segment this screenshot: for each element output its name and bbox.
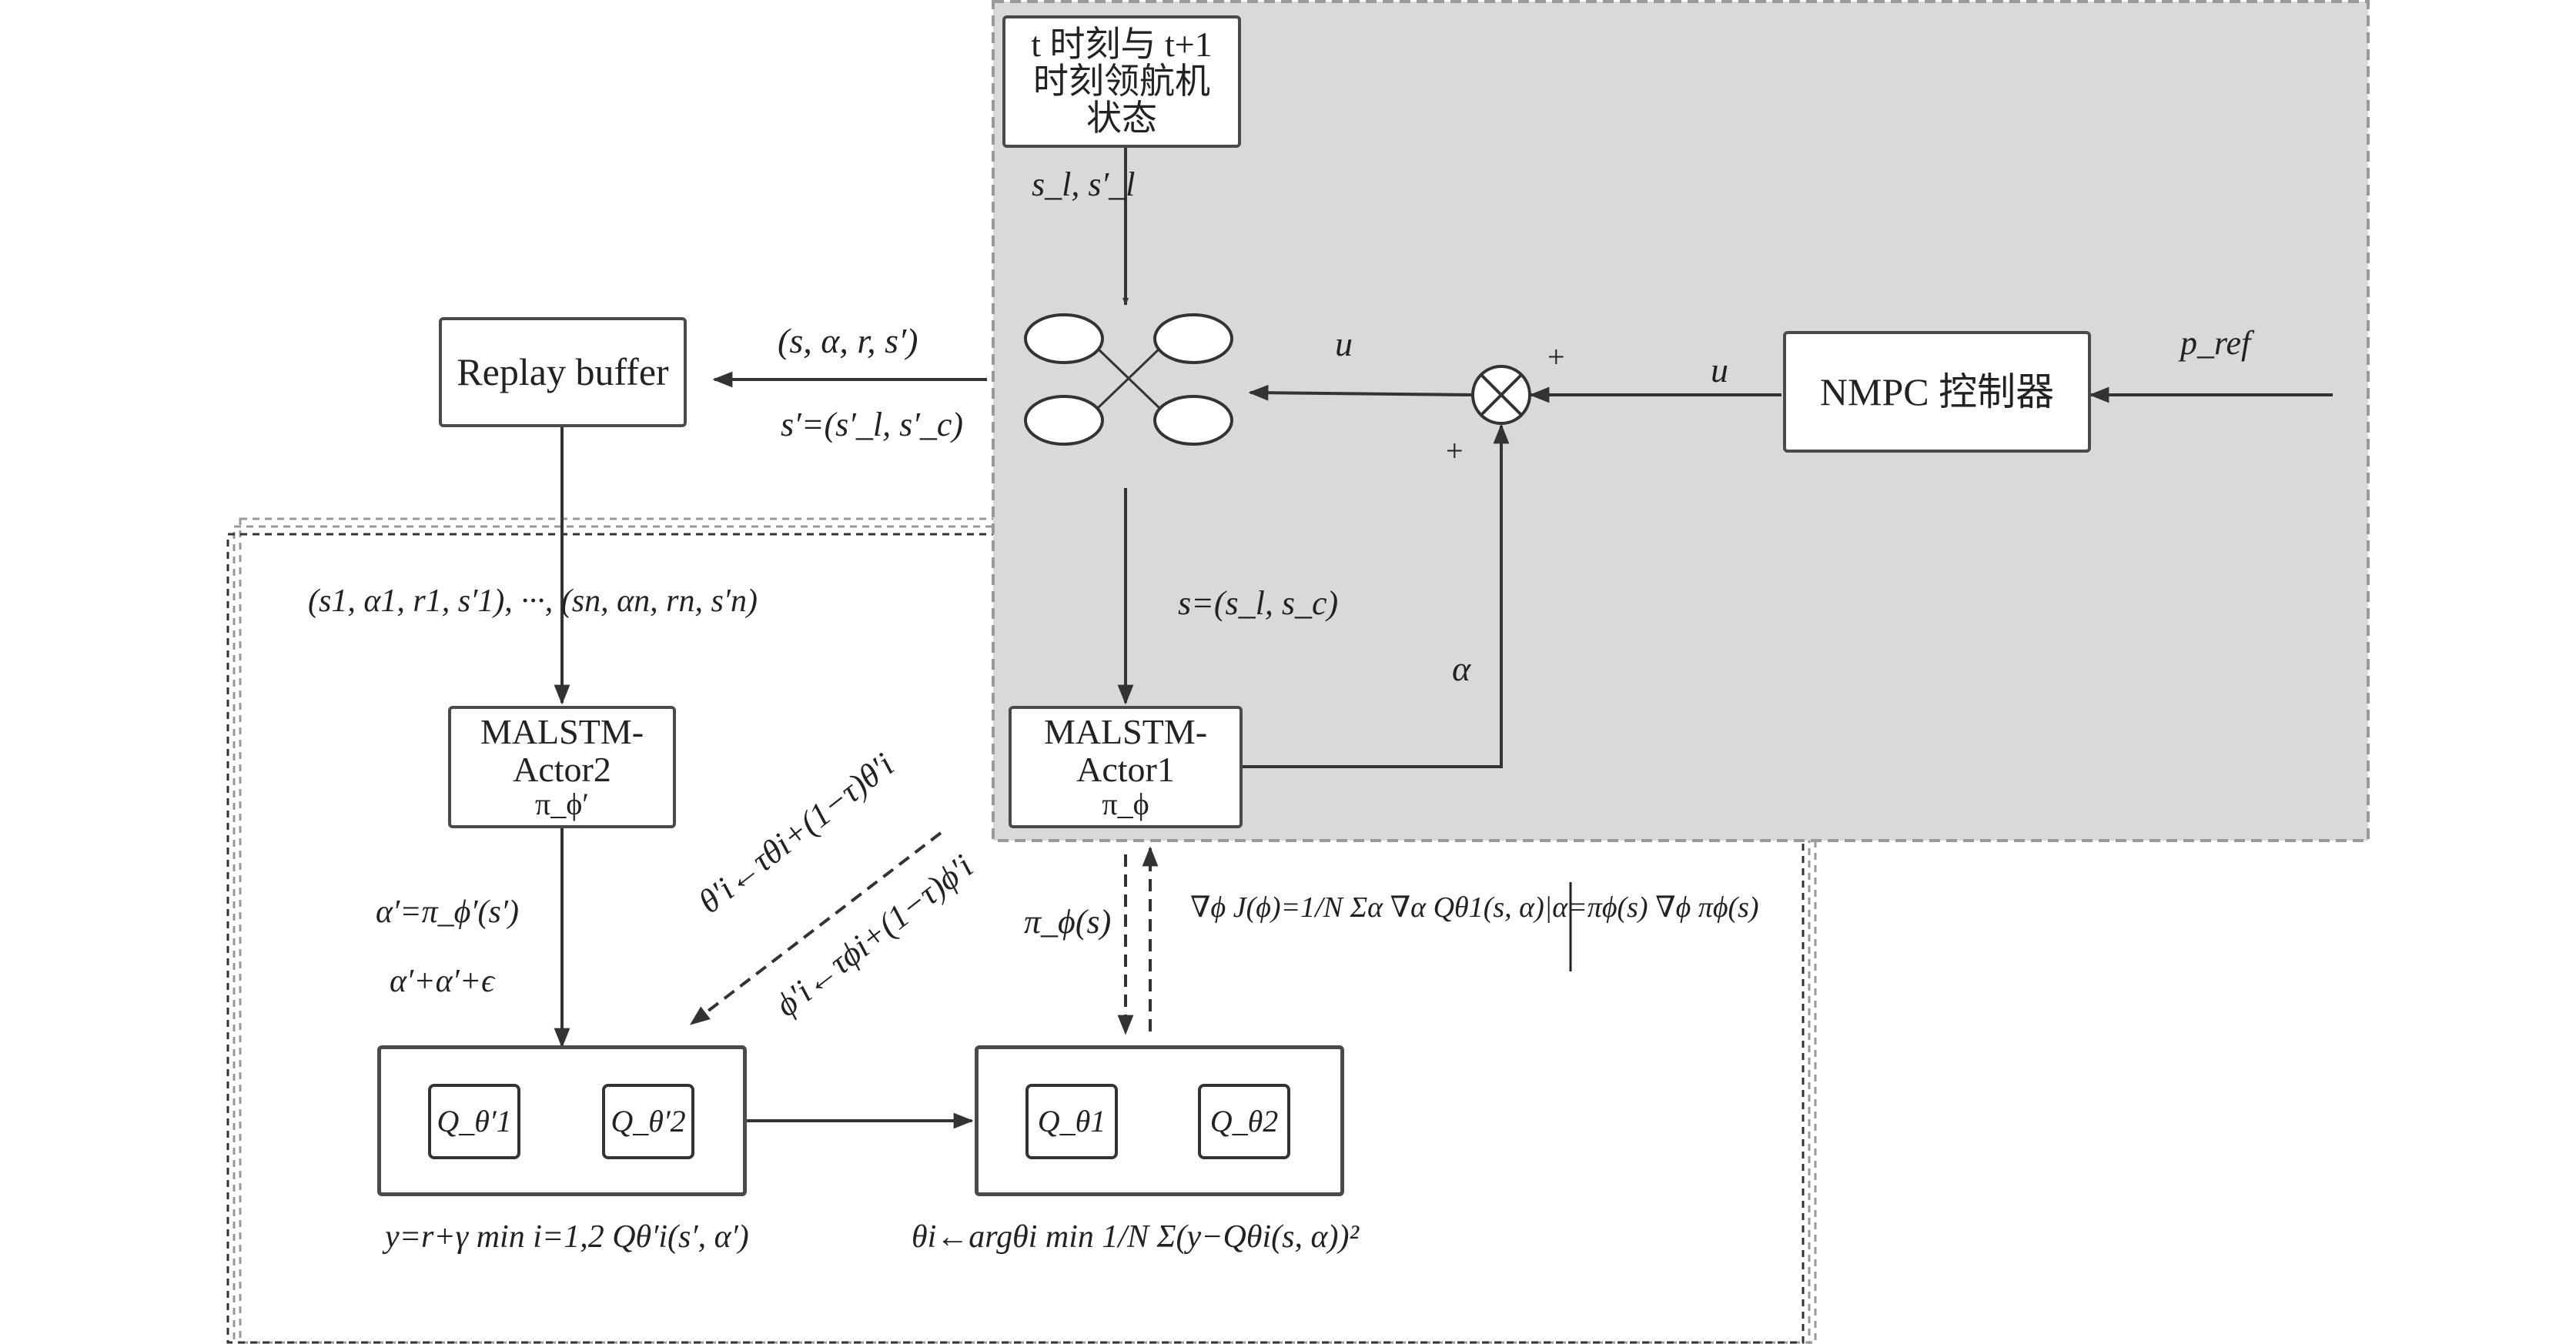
soft-update-arrow <box>689 831 942 1025</box>
uav-ellipse-bottom-left <box>1024 395 1104 446</box>
label-transition: (s, α, r, s′) <box>778 321 918 360</box>
nmpc-controller-label: NMPC 控制器 <box>1819 369 2055 413</box>
online-q1-label: Q_θ1 <box>1037 1104 1106 1138</box>
learning-panel <box>226 533 1805 1344</box>
actor2-line-2: Actor2 <box>513 749 611 789</box>
label-u-right: u <box>1711 350 1728 389</box>
label-s-l-s-l-prime: s_l, s′_l <box>1032 165 1136 203</box>
uav-ellipse-bottom-right <box>1153 395 1233 446</box>
leader-state-box: t 时刻与 t+1 时刻领航机 状态 <box>1002 15 1241 148</box>
label-minibatch: (s1, α1, r1, s′1), ···, (sn, αn, rn, s′n… <box>308 583 758 619</box>
sum-junction-cross-2 <box>1480 373 1523 416</box>
solid-connectors <box>554 148 2333 1129</box>
label-plus-top: + <box>1547 339 1565 374</box>
label-alpha-prime: α′=π_ϕ′(s′) <box>376 894 520 930</box>
formation-uav-symbol <box>1024 313 1233 446</box>
label-target-y: y=r+γ min i=1,2 Qθ′i(s′, α′) <box>385 1219 749 1255</box>
label-pi-phi-s: π_ϕ(s) <box>1024 903 1112 941</box>
uav-cross-line-2 <box>1096 347 1161 410</box>
label-u-left: u <box>1335 324 1353 363</box>
label-alpha: α <box>1452 649 1471 688</box>
label-p-ref: p_ref <box>2180 324 2251 362</box>
actor1-to-sum-arrow <box>1243 423 1510 768</box>
label-alpha-noise: α′+α′+ϵ <box>390 964 495 999</box>
learning-panel-back-2 <box>239 517 1817 1344</box>
label-plus-bottom: + <box>1446 433 1464 468</box>
actor1-box: MALSTM- Actor1 π_ϕ <box>1009 706 1243 828</box>
actor2-line-3: π_ϕ′ <box>535 786 589 821</box>
actor1-line-2: Actor1 <box>1076 749 1175 789</box>
target-q1-box: Q_θ′1 <box>428 1084 520 1159</box>
label-critic-update: θi←argθi min 1/N Σ(y−Qθi(s, α))² <box>912 1219 1360 1255</box>
leader-state-line-2: 时刻领航机 <box>1033 61 1210 101</box>
label-policy-gradient: ∇ϕ J(ϕ)=1/N Σα ∇α Qθ1(s, α)|α=πϕ(s) ∇ϕ π… <box>1190 891 1759 924</box>
target-q1-label: Q_θ′1 <box>437 1104 512 1138</box>
replay-buffer-label: Replay buffer <box>457 350 669 394</box>
sum-to-formation-arrow <box>1248 384 1473 401</box>
learning-panel-stack <box>233 517 1817 1344</box>
uav-ellipse-top-left <box>1024 313 1104 364</box>
online-q2-label: Q_θ2 <box>1209 1104 1279 1138</box>
leader-state-line-1: t 时刻与 t+1 <box>1031 24 1213 64</box>
actor2-box: MALSTM- Actor2 π_ϕ′ <box>448 706 676 828</box>
label-s-prime-def: s′=(s′_l, s′_c) <box>781 406 963 443</box>
online-q2-box: Q_θ2 <box>1198 1084 1290 1159</box>
dashed-connectors <box>689 831 1159 1035</box>
actor2-line-1: MALSTM- <box>480 712 644 752</box>
learning-panel-back-1 <box>233 525 1811 1344</box>
actor1-line-3: π_ϕ <box>1102 786 1149 821</box>
sum-junction <box>1471 365 1531 425</box>
target-q2-box: Q_θ′2 <box>602 1084 694 1159</box>
nmpc-controller-box: NMPC 控制器 <box>1783 331 2091 453</box>
uav-ellipse-top-right <box>1153 313 1233 364</box>
target-q2-label: Q_θ′2 <box>611 1104 686 1138</box>
leader-state-line-3: 状态 <box>1086 99 1157 139</box>
replay-buffer-box: Replay buffer <box>439 317 687 427</box>
actor1-line-1: MALSTM- <box>1043 712 1208 752</box>
label-s-def: s=(s_l, s_c) <box>1178 584 1339 622</box>
online-q1-box: Q_θ1 <box>1025 1084 1118 1159</box>
